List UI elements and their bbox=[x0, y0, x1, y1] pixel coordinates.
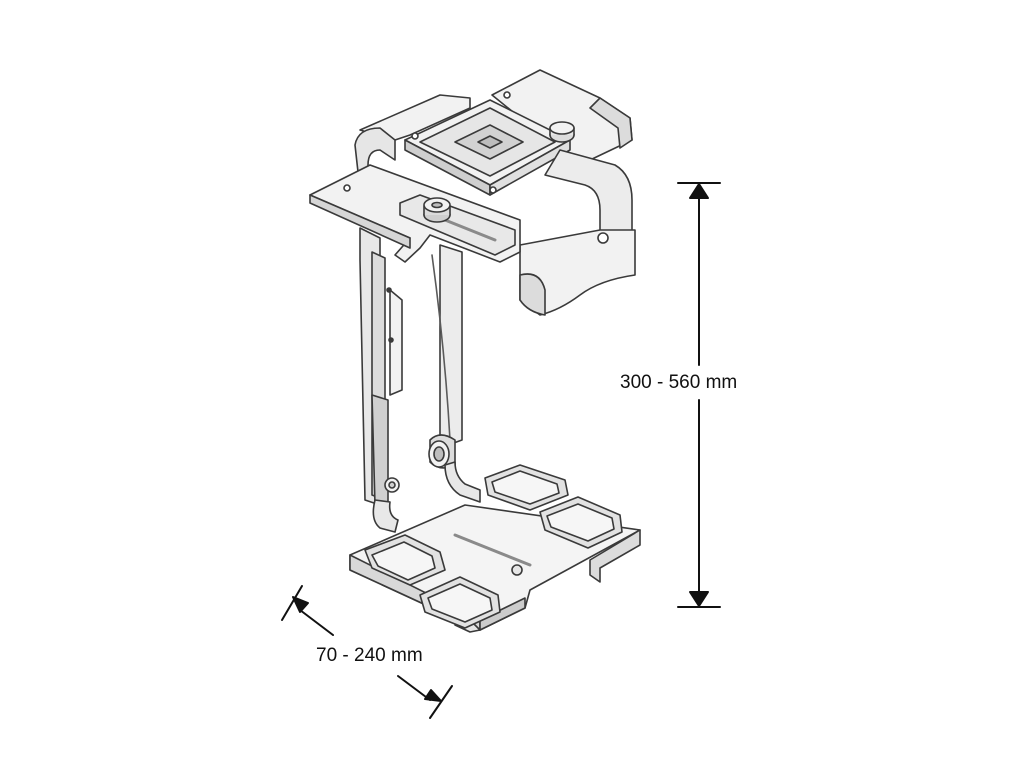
knob-icon-front bbox=[423, 197, 451, 223]
swivel-mounting-plate bbox=[404, 91, 571, 196]
knob-icon-top-right bbox=[549, 121, 575, 143]
rubber-pad-icon-4 bbox=[539, 496, 623, 549]
rubber-pad-icon-1 bbox=[364, 534, 446, 586]
knob-icon-pivot bbox=[428, 434, 456, 469]
right-side-bracket bbox=[519, 149, 636, 316]
width-dimension-arrow bbox=[281, 585, 453, 719]
height-dimension-arrow bbox=[677, 182, 721, 608]
width-range-label: 70 - 240 mm bbox=[316, 645, 423, 666]
rubber-pad-icon-3 bbox=[484, 464, 569, 511]
top-cradle bbox=[354, 69, 633, 191]
lower-arms bbox=[372, 461, 481, 533]
rubber-pad-icon-2 bbox=[419, 576, 501, 629]
height-range-label: 300 - 560 mm bbox=[620, 372, 738, 393]
telescopic-arm bbox=[359, 227, 463, 506]
